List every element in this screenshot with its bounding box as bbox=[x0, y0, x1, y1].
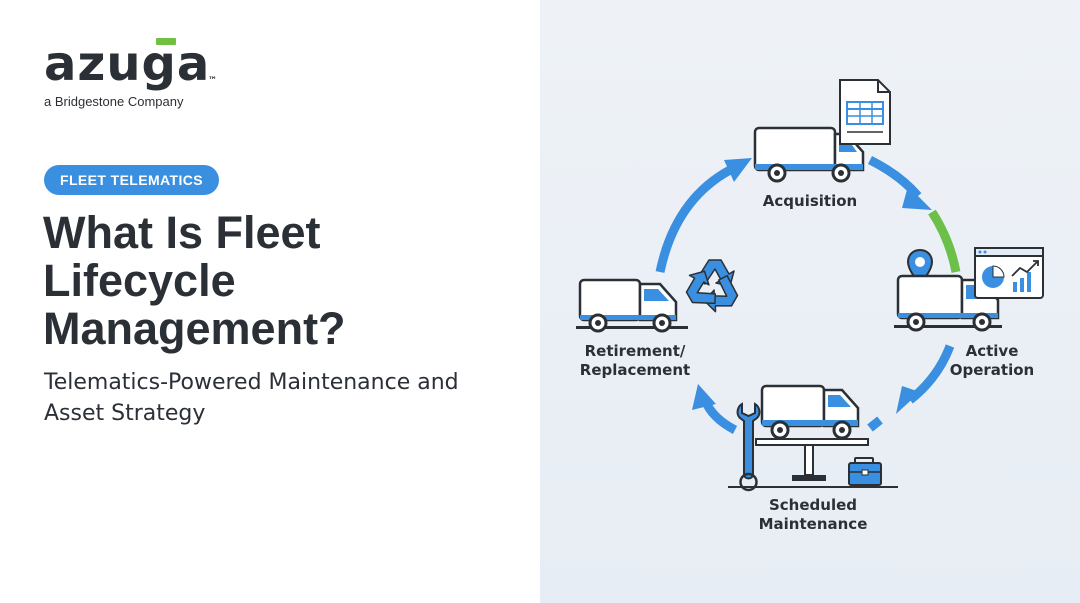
logo-accent-bar bbox=[156, 38, 176, 45]
arrowhead-acquisition-to-active bbox=[902, 186, 932, 210]
stage-label-active-operation: Active Operation bbox=[949, 342, 1035, 379]
lifecycle-diagram bbox=[576, 79, 1044, 492]
azuga-logo: azuga ™ bbox=[44, 36, 217, 92]
dash-maintenance-right bbox=[867, 416, 883, 432]
arrowhead-maintenance-to-retirement bbox=[692, 384, 716, 410]
document-icon bbox=[839, 79, 891, 145]
retirement-van-icon bbox=[576, 278, 688, 333]
dashboard-chart-icon bbox=[974, 247, 1044, 299]
stage-label-acquisition: Acquisition bbox=[762, 192, 858, 210]
stage-label-retirement-replacement: Retirement/ Replacement bbox=[579, 342, 691, 379]
recycle-icon bbox=[685, 259, 739, 313]
left-panel: azuga ™ a Bridgestone Company FLEET TELE… bbox=[43, 36, 459, 426]
maintenance-lift-van-icon bbox=[728, 384, 898, 488]
page-subtitle: Telematics-Powered Maintenance and Asset… bbox=[44, 370, 459, 426]
toolbox-icon bbox=[848, 457, 882, 486]
cycle-arrows bbox=[655, 155, 961, 434]
arrow-acquisition-to-active bbox=[867, 155, 922, 199]
trademark-symbol: ™ bbox=[208, 76, 217, 86]
acquisition-van-icon bbox=[753, 126, 865, 183]
green-highlight-arc bbox=[928, 209, 961, 273]
arrowhead-retirement-to-acquisition bbox=[724, 158, 752, 182]
stage-label-scheduled-maintenance: Scheduled Maintenance bbox=[758, 496, 868, 533]
page-title: What Is Fleet Lifecycle Management? bbox=[43, 207, 346, 354]
logo-wordmark: azuga bbox=[44, 36, 211, 92]
arrow-retirement-to-acquisition bbox=[655, 166, 733, 273]
logo-tagline: a Bridgestone Company bbox=[44, 94, 184, 109]
category-badge: FLEET TELEMATICS bbox=[44, 165, 220, 195]
lifecycle-diagram-panel: Acquisition Active Operation Scheduled M… bbox=[540, 0, 1080, 603]
arrowhead-active-to-maintenance bbox=[896, 386, 920, 414]
wrench-icon bbox=[736, 402, 761, 492]
